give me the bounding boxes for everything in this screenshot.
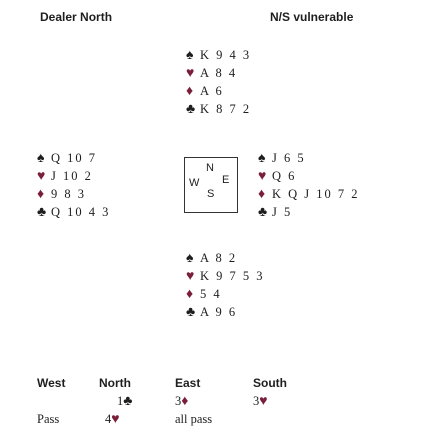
auction-header-north: North [99,376,131,390]
north-diamonds-cards: A 6 [200,84,224,98]
auction-header-south: South [253,376,287,390]
north-spades-cards: K 9 4 3 [200,48,252,62]
compass-east: E [222,174,230,186]
auction-cell-empty [253,410,313,428]
east-hearts-cards: Q 6 [272,169,297,183]
south-spades: ♠ A 8 2 [186,249,265,267]
diamond-icon: ♦ [186,287,194,302]
north-hearts-cards: A 8 4 [200,66,238,80]
east-clubs: ♣ J 5 [258,203,360,221]
bid-level: 4 [105,412,112,426]
bid-level: 3 [175,394,182,408]
diamond-icon: ♦ [258,187,266,202]
east-spades-cards: J 6 5 [272,151,306,165]
auction-bid-north-1c: 1♣ [99,392,159,410]
spade-icon: ♠ [186,251,194,266]
south-hand: ♠ A 8 2 ♥ K 9 7 5 3 ♦ 5 4 ♣ A 9 6 [186,249,265,321]
south-diamonds-cards: 5 4 [200,287,222,301]
heart-icon: ♥ [259,394,268,409]
north-hearts: ♥ A 8 4 [186,64,251,82]
heart-icon: ♥ [37,169,46,184]
spade-icon: ♠ [186,48,194,63]
auction-bid-north-4h: 4♥ [99,410,159,428]
spade-icon: ♠ [258,151,266,166]
club-icon: ♣ [123,394,133,409]
bid-level: 3 [253,394,260,408]
south-clubs: ♣ A 9 6 [186,303,265,321]
compass-north: N [206,162,214,174]
auction-col-north: North 1♣ 4♥ [99,374,159,428]
club-icon: ♣ [258,205,268,220]
west-clubs: ♣ Q 10 4 3 [37,203,110,221]
west-spades-cards: Q 10 7 [51,151,98,165]
north-hand: ♠ K 9 4 3 ♥ A 8 4 ♦ A 6 ♣ K 8 7 2 [186,46,251,118]
north-spades: ♠ K 9 4 3 [186,46,251,64]
south-spades-cards: A 8 2 [200,251,238,265]
west-hearts: ♥ J 10 2 [37,167,110,185]
south-diamonds: ♦ 5 4 [186,285,265,303]
auction-bid-west-pass: Pass [37,412,60,426]
compass-south: S [207,188,215,200]
heart-icon: ♥ [186,66,195,81]
auction-header-west: West [37,376,66,390]
bid-level: 1 [117,394,124,408]
club-icon: ♣ [186,305,196,320]
east-hearts: ♥ Q 6 [258,167,360,185]
auction-col-south: South 3♥ [253,374,313,428]
north-clubs: ♣ K 8 7 2 [186,100,251,118]
diamond-icon: ♦ [186,84,194,99]
auction-bid-east-all-pass: all pass [175,412,213,426]
west-hearts-cards: J 10 2 [51,169,93,183]
south-hearts-cards: K 9 7 5 3 [200,269,265,283]
compass-box: N W E S [184,157,238,213]
west-clubs-cards: Q 10 4 3 [51,205,111,219]
auction-bid-south-3h: 3♥ [253,392,313,410]
north-clubs-cards: K 8 7 2 [200,102,252,116]
heart-icon: ♥ [186,269,195,284]
auction-header-east: East [175,376,201,390]
club-icon: ♣ [186,102,196,117]
auction-bid-east-3d: 3♦ [175,392,235,410]
heart-icon: ♥ [258,169,267,184]
auction-col-east: East 3♦ all pass [175,374,235,428]
east-spades: ♠ J 6 5 [258,149,360,167]
auction-cell-empty [37,392,97,410]
south-clubs-cards: A 9 6 [200,305,238,319]
north-diamonds: ♦ A 6 [186,82,251,100]
vulnerability-label: N/S vulnerable [270,10,354,24]
west-hand: ♠ Q 10 7 ♥ J 10 2 ♦ 9 8 3 ♣ Q 10 4 3 [37,149,110,221]
west-spades: ♠ Q 10 7 [37,149,110,167]
east-clubs-cards: J 5 [272,205,293,219]
dealer-label: Dealer North [40,10,113,24]
diamond-icon: ♦ [181,394,189,409]
east-hand: ♠ J 6 5 ♥ Q 6 ♦ K Q J 10 7 2 ♣ J 5 [258,149,360,221]
heart-icon: ♥ [111,412,120,427]
south-hearts: ♥ K 9 7 5 3 [186,267,265,285]
club-icon: ♣ [37,205,47,220]
spade-icon: ♠ [37,151,45,166]
east-diamonds-cards: K Q J 10 7 2 [272,187,360,201]
west-diamonds-cards: 9 8 3 [51,187,86,201]
diamond-icon: ♦ [37,187,45,202]
east-diamonds: ♦ K Q J 10 7 2 [258,185,360,203]
auction-col-west: West Pass [37,374,97,428]
compass-west: W [189,177,200,189]
west-diamonds: ♦ 9 8 3 [37,185,110,203]
